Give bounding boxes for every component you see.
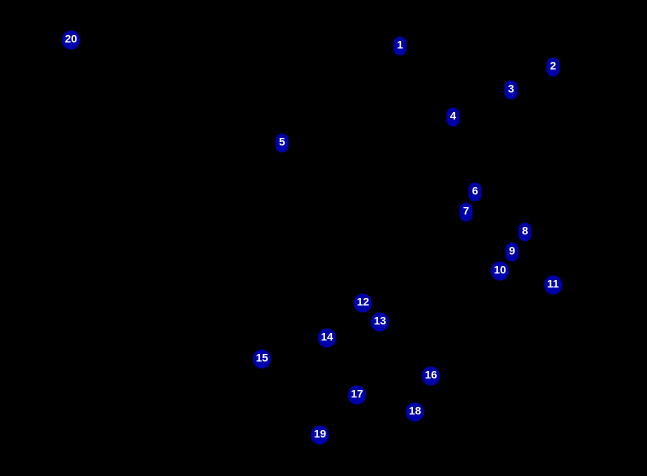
som-marker-8[interactable]: 8 — [518, 222, 532, 242]
som-marker-17[interactable]: 17 — [347, 385, 367, 405]
som-marker-13[interactable]: 13 — [370, 312, 390, 332]
som-marker-10[interactable]: 10 — [490, 261, 510, 281]
som-marker-6[interactable]: 6 — [468, 182, 482, 202]
som-marker-9[interactable]: 9 — [505, 242, 519, 262]
som-marker-2[interactable]: 2 — [546, 57, 560, 77]
som-marker-4[interactable]: 4 — [446, 107, 460, 127]
som-marker-11[interactable]: 11 — [544, 275, 562, 295]
som-marker-14[interactable]: 14 — [317, 328, 337, 348]
som-marker-12[interactable]: 12 — [353, 293, 373, 313]
som-marker-20[interactable]: 20 — [61, 30, 81, 50]
som-marker-5[interactable]: 5 — [275, 133, 289, 153]
som-marker-19[interactable]: 19 — [310, 425, 330, 445]
som-marker-15[interactable]: 15 — [252, 349, 272, 369]
som-marker-3[interactable]: 3 — [504, 80, 518, 100]
som-marker-18[interactable]: 18 — [405, 402, 425, 422]
som-marker-1[interactable]: 1 — [393, 36, 407, 56]
som-marker-16[interactable]: 16 — [421, 366, 441, 386]
som-marker-7[interactable]: 7 — [459, 202, 473, 222]
